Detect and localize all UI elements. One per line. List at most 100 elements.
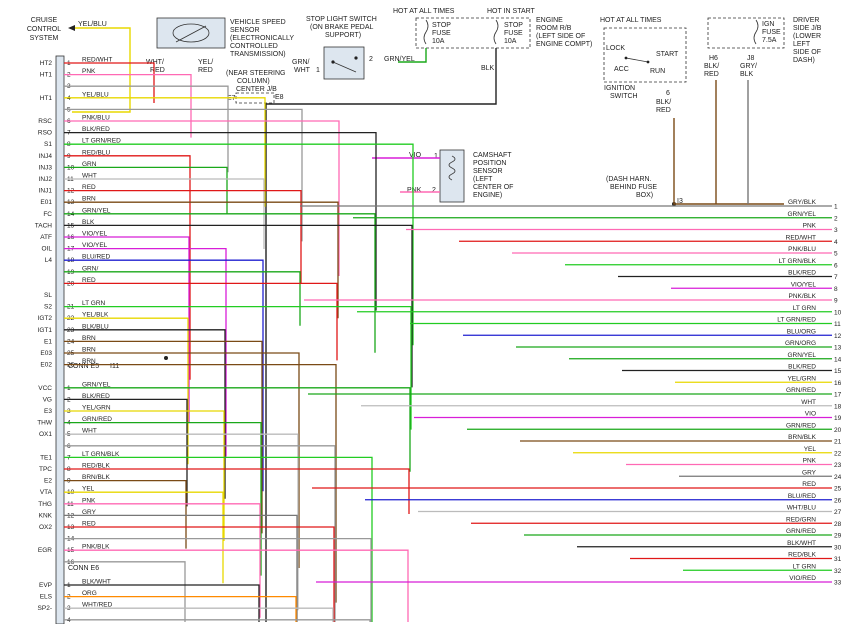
right-wire-color-label: RED/WHT (786, 234, 816, 241)
ecm-wire (64, 561, 186, 622)
right-wire-color-label: LT GRN (793, 305, 817, 312)
ecm-wire (64, 503, 261, 618)
ecm-pin-label: EGR (38, 547, 52, 554)
svg-text:(ELECTRONICALLY: (ELECTRONICALLY (230, 35, 294, 42)
ecm-pin-label: HT2 (40, 60, 53, 67)
yel-blu-wire (72, 27, 131, 113)
right-terminal-number: 31 (834, 556, 842, 563)
right-terminal-number: 15 (834, 368, 842, 375)
right-terminal-number: 16 (834, 380, 842, 387)
svg-text:2: 2 (432, 187, 436, 194)
right-wire-color-label: GRN/YEL (787, 352, 816, 359)
svg-text:H6: H6 (709, 55, 718, 62)
ecm-wire-color-label: BRN/BLK (82, 474, 110, 481)
ecm-wire-color-label: PNK (82, 497, 96, 504)
svg-text:I3: I3 (677, 198, 683, 205)
right-wire-color-label: LT GRN/RED (777, 317, 816, 324)
grn-yel-stop-wire (398, 48, 427, 63)
right-terminal-number: 20 (834, 427, 842, 434)
right-terminal-number: 5 (834, 251, 838, 258)
ecm-wire (64, 143, 414, 346)
ecm-wire-color-label: LT GRN/BLK (82, 451, 120, 458)
svg-text:VIO: VIO (409, 152, 422, 159)
ecm-pin-label: RSO (38, 130, 52, 137)
ecm-wire-color-label: BRN (82, 196, 96, 203)
right-wire-color-label: RED/GRN (786, 516, 816, 523)
ecm-wire (64, 479, 187, 549)
right-terminal-number: 4 (834, 239, 838, 246)
ecm-wire (64, 468, 410, 514)
ecm-wire-color-label: BLK/WHT (82, 579, 111, 586)
right-wire-color-label: GRN/RED (786, 387, 816, 394)
ecm-wire (64, 131, 377, 311)
ecm-pin-label: E1 (44, 338, 52, 345)
svg-text:LOCK: LOCK (606, 45, 625, 52)
ecm-wire-color-label: BLK (82, 219, 95, 226)
right-wire-color-label: GRN/RED (786, 422, 816, 429)
driver-side-junction-block: IGN FUSE 7.5A DRIVER SIDE J/B (LOWER LEF… (704, 17, 822, 78)
ecm-wire-color-label: LT GRN/RED (82, 138, 121, 145)
ecm-wire-color-label: GRN/ (82, 265, 98, 272)
ecm-wire-color-label: RED/WHT (82, 57, 112, 64)
svg-text:FUSE: FUSE (762, 29, 781, 36)
ecm-wire-color-label: YEL/BLK (82, 312, 109, 319)
ecm-wire (64, 340, 263, 534)
svg-text:YEL/: YEL/ (198, 59, 213, 66)
svg-text:GRY/: GRY/ (740, 63, 757, 70)
right-terminal-number: 26 (834, 497, 842, 504)
svg-text:RED: RED (704, 71, 719, 78)
svg-text:FUSE: FUSE (504, 30, 523, 37)
sensor-coil-icon (172, 23, 210, 43)
arrow-left-icon (68, 25, 75, 31)
right-terminal-number: 6 (834, 262, 838, 269)
svg-text:GRN/YEL: GRN/YEL (384, 56, 415, 63)
ecm-wire (64, 120, 340, 276)
ecm-pin-label: E2 (44, 478, 52, 485)
right-wire-color-label: LT GRN/BLK (779, 258, 817, 265)
ecm-wire-color-label: BLU/RED (82, 254, 110, 261)
right-terminal-number: 32 (834, 568, 842, 575)
right-terminal-number: 23 (834, 462, 842, 469)
ecm-pin-label: VCC (38, 385, 52, 392)
svg-text:WHT/: WHT/ (146, 59, 164, 66)
ecm-wire (64, 97, 266, 207)
svg-text:SIDE OF: SIDE OF (793, 49, 821, 56)
right-wire-color-label: PNK (803, 458, 817, 465)
ecm-wire (64, 584, 260, 622)
right-wire-color-label: PNK/BLU (788, 246, 816, 253)
ecm-wire (64, 549, 409, 622)
cruise-control-label: CRUISE CONTROL SYSTEM (27, 17, 61, 42)
ecm-wire (64, 189, 302, 284)
ecm-wire (64, 73, 192, 138)
svg-text:RUN: RUN (650, 68, 665, 75)
ecm-wire (64, 595, 297, 622)
engine-room-relay-block: HOT AT ALL TIMES HOT IN START STOP FUSE … (393, 8, 592, 72)
svg-text:SUPPORT): SUPPORT) (325, 32, 361, 39)
right-wire-color-label: BLU/RED (788, 493, 816, 500)
svg-text:(LEFT: (LEFT (473, 176, 493, 183)
ecm-pin-label: THW (37, 420, 53, 427)
ecm-pin-label: OIL (42, 246, 53, 253)
ecm-wire (64, 329, 226, 499)
ecm-wire-color-label: PNK/BLU (82, 115, 110, 122)
ecm-wire (64, 445, 336, 622)
ecm-pin-label: INJ2 (39, 176, 53, 183)
svg-text:TRANSMISSION): TRANSMISSION) (230, 51, 286, 58)
ecm-pin-label: RSC (38, 118, 52, 125)
right-terminal-number: 18 (834, 403, 842, 410)
ecm-wire-color-label: WHT (82, 428, 97, 435)
stop-light-switch: STOP LIGHT SWITCH (ON BRAKE PEDAL SUPPOR… (292, 16, 415, 80)
ecm-pin-label: SP2- (38, 605, 52, 612)
right-wire-color-label: VIO/YEL (791, 281, 817, 288)
ecm-wire (64, 259, 264, 492)
right-terminal-number: 9 (834, 298, 838, 305)
ecm-pin-label: ELS (40, 594, 53, 601)
blk-ignition-wire (265, 48, 497, 622)
ecm-wire-color-label: YEL/GRN (82, 405, 111, 412)
camshaft-position-sensor: CAMSHAFT POSITION SENSOR (LEFT CENTER OF… (407, 149, 513, 203)
right-wire-color-label: GRN/YEL (787, 211, 816, 218)
right-terminal-number: 19 (834, 415, 842, 422)
right-wire-color-label: BLU/ORG (787, 328, 816, 335)
